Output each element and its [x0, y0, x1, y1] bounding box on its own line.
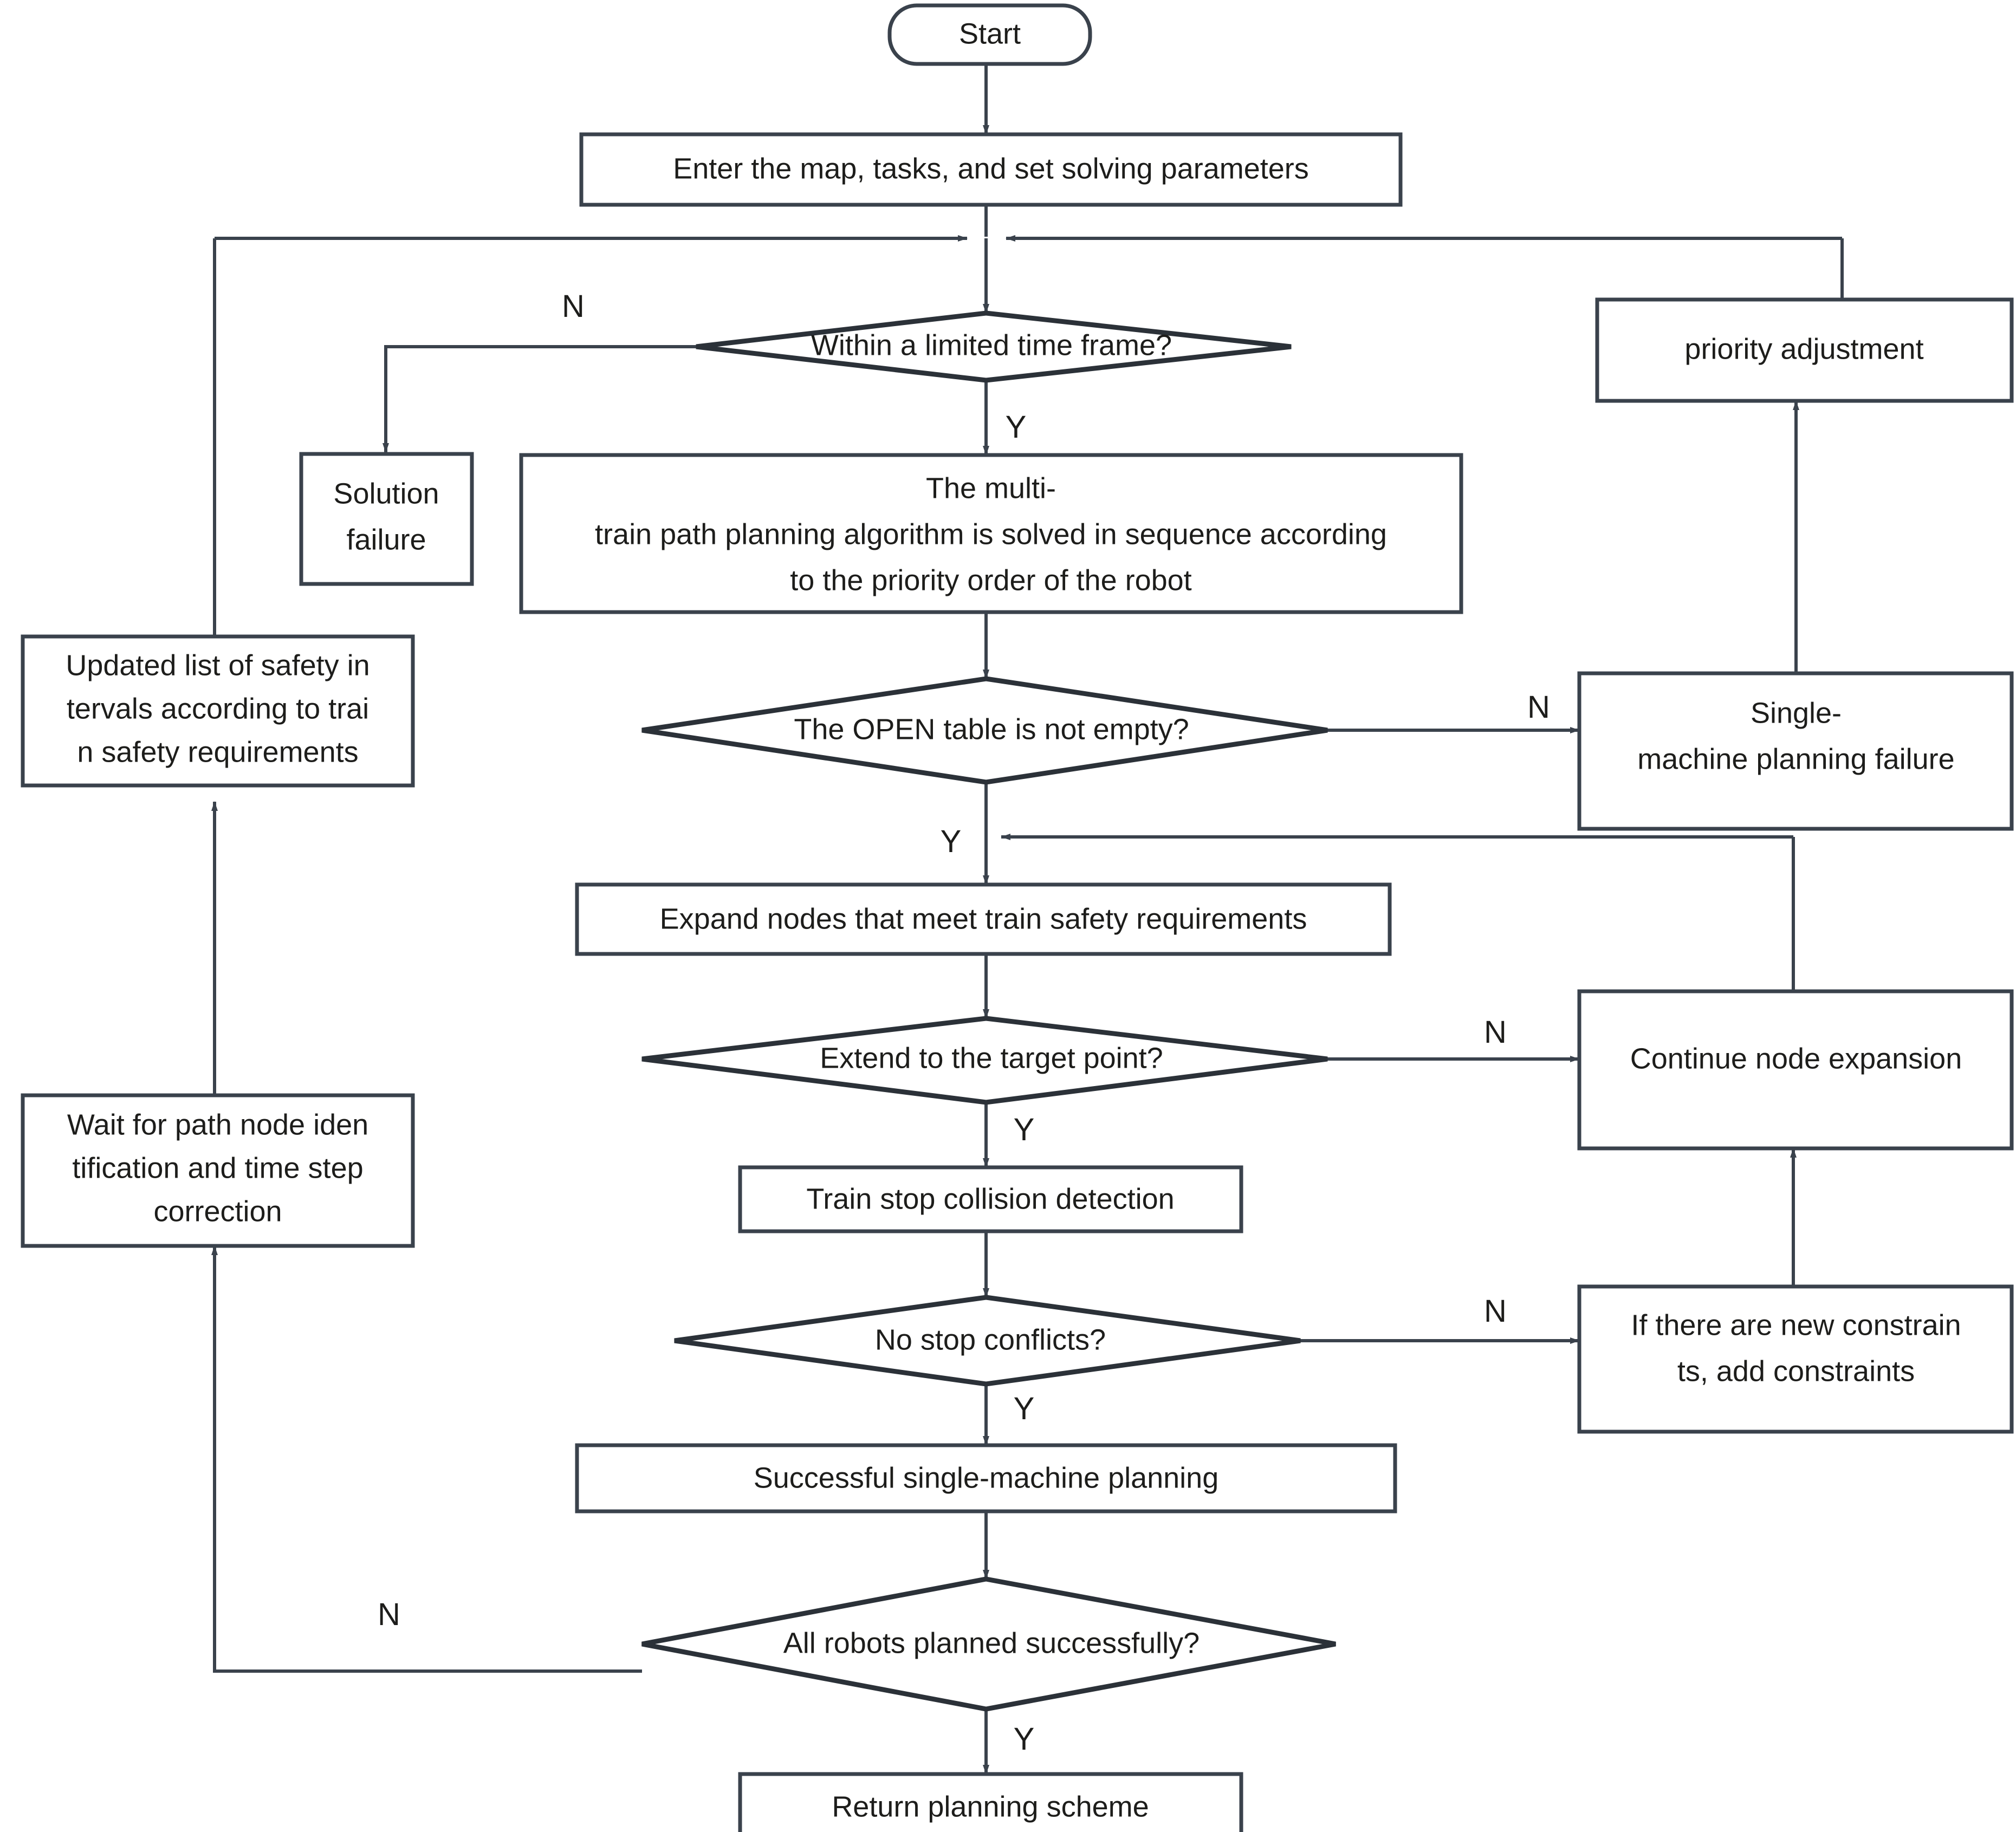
node-expand-nodes-label: Expand nodes that meet train safety requ… [660, 902, 1307, 935]
node-expand-nodes[interactable]: Expand nodes that meet train safety requ… [575, 882, 1392, 956]
node-new-constraints[interactable]: If there are new constrain ts, add const… [1577, 1284, 2014, 1434]
node-open-table-label: The OPEN table is not empty? [794, 713, 1189, 745]
node-extend-target[interactable]: Extend to the target point? [641, 1016, 1328, 1105]
edge-label-open-table-no: N [1527, 690, 1550, 725]
node-continue-expansion-label: Continue node expansion [1630, 1042, 1962, 1075]
node-time-frame[interactable]: Within a limited time frame? [696, 310, 1292, 383]
node-return-scheme[interactable]: Return planning scheme [738, 1772, 1243, 1832]
node-single-success[interactable]: Successful single-machine planning [575, 1443, 1397, 1513]
node-wait-path-node-line1: Wait for path node iden [67, 1108, 368, 1141]
node-continue-expansion[interactable]: Continue node expansion [1577, 989, 2014, 1151]
node-wait-path-node-line3: correction [153, 1195, 282, 1227]
node-new-constraints-line2: ts, add constraints [1677, 1355, 1915, 1387]
node-multi-train-line3: to the priority order of the robot [790, 564, 1191, 596]
node-new-constraints-line1: If there are new constrain [1631, 1309, 1961, 1341]
node-enter-map[interactable]: Enter the map, tasks, and set solving pa… [579, 132, 1403, 207]
node-all-robots-label: All robots planned successfully? [783, 1627, 1200, 1659]
node-no-stop-conflicts[interactable]: No stop conflicts? [674, 1295, 1301, 1387]
node-updated-list[interactable]: Updated list of safety in tervals accord… [21, 634, 415, 788]
edge-label-extend-no: N [1484, 1015, 1507, 1050]
edge-label-extend-yes: Y [1014, 1112, 1035, 1147]
connector-layer [211, 64, 1844, 1775]
edge-label-all-robots-yes: Y [1014, 1721, 1035, 1757]
edge-label-no-stop-yes: Y [1014, 1391, 1035, 1426]
node-time-frame-label: Within a limited time frame? [811, 329, 1172, 361]
edge-label-time-frame-yes: Y [1006, 410, 1027, 445]
edge-time-frame-no [383, 345, 696, 453]
node-solution-failure-line1: Solution [333, 477, 439, 510]
edge-label-all-robots-no: N [378, 1597, 400, 1632]
node-solution-failure[interactable]: Solution failure [299, 452, 474, 586]
node-collision-detection-label: Train stop collision detection [806, 1183, 1174, 1215]
node-multi-train-line2: train path planning algorithm is solved … [595, 518, 1387, 550]
node-updated-list-line2: tervals according to trai [67, 692, 369, 725]
node-single-machine-failure-line1: Single- [1751, 697, 1842, 729]
node-single-success-label: Successful single-machine planning [754, 1461, 1219, 1494]
node-wait-path-node[interactable]: Wait for path node iden tification and t… [21, 1093, 415, 1248]
node-return-scheme-label: Return planning scheme [832, 1790, 1149, 1823]
edge-label-no-stop-no: N [1484, 1294, 1507, 1329]
node-priority-adjustment[interactable]: priority adjustment [1595, 297, 2014, 403]
node-single-machine-failure[interactable]: Single- machine planning failure [1577, 671, 2014, 831]
node-wait-path-node-line2: tification and time step [72, 1152, 363, 1184]
node-all-robots[interactable]: All robots planned successfully? [641, 1576, 1336, 1712]
node-priority-adjustment-label: priority adjustment [1684, 333, 1923, 365]
edge-label-layer: N Y N Y N Y N Y N Y [378, 289, 1550, 1757]
node-multi-train[interactable]: The multi- train path planning algorithm… [519, 453, 1463, 614]
node-start[interactable]: Start [887, 3, 1092, 66]
node-no-stop-conflicts-label: No stop conflicts? [875, 1323, 1106, 1356]
node-single-machine-failure-line2: machine planning failure [1637, 743, 1954, 775]
node-updated-list-line3: n safety requirements [77, 736, 358, 768]
node-updated-list-line1: Updated list of safety in [66, 649, 370, 681]
edge-label-open-table-yes: Y [941, 824, 962, 859]
node-multi-train-line1: The multi- [926, 472, 1056, 504]
node-extend-target-label: Extend to the target point? [820, 1042, 1163, 1074]
node-collision-detection[interactable]: Train stop collision detection [738, 1165, 1243, 1233]
edge-label-time-frame-no: N [562, 289, 585, 324]
edge-all-robots-no [211, 1245, 642, 1673]
node-open-table[interactable]: The OPEN table is not empty? [641, 676, 1328, 785]
node-start-label: Start [959, 17, 1021, 50]
node-enter-map-label: Enter the map, tasks, and set solving pa… [673, 152, 1309, 185]
node-solution-failure-line2: failure [346, 523, 426, 556]
